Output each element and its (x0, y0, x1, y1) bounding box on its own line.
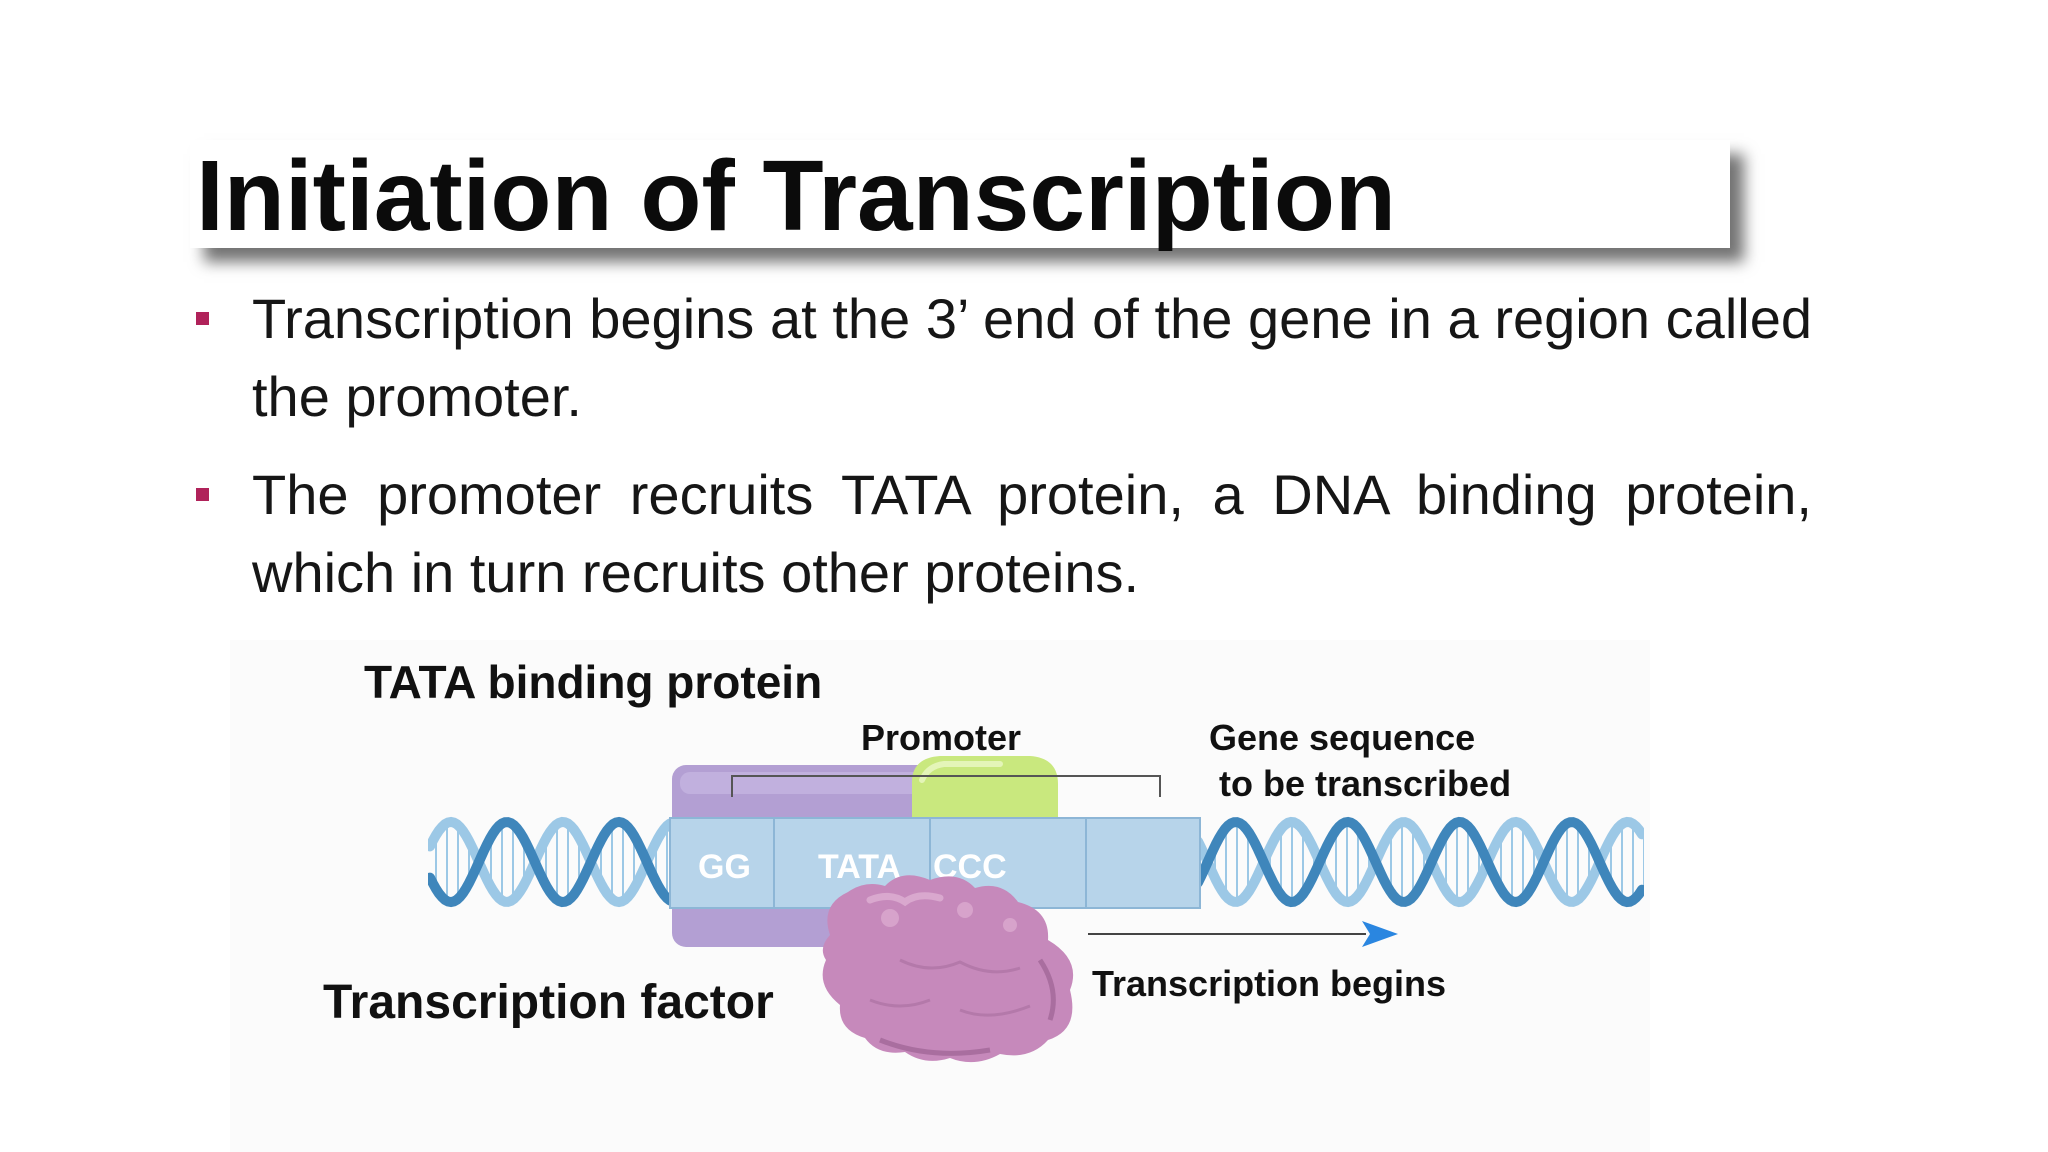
bullet-list: Transcription begins at the 3’ end of th… (196, 280, 1812, 632)
tata-binding-protein-label: TATA binding protein (364, 656, 822, 708)
bullet-text: The promoter recruits TATA protein, a DN… (252, 463, 1812, 604)
box-gg (669, 817, 775, 909)
bullet-text: Transcription begins at the 3’ end of th… (252, 287, 1812, 428)
green-protein-highlight (919, 761, 1003, 783)
box-gene (1085, 817, 1201, 909)
bullet-item: The promoter recruits TATA protein, a DN… (196, 456, 1812, 612)
promoter-label: Promoter (861, 717, 1021, 758)
dna-helix-right (1198, 816, 1644, 908)
bullet-marker-icon (196, 488, 209, 501)
slide-title: Initiation of Transcription (196, 140, 1396, 252)
transcription-factor-label: Transcription factor (323, 976, 774, 1029)
tata-protein-highlight (680, 772, 976, 794)
gene-sequence-label-line1: Gene sequence (1209, 717, 1475, 758)
box-tata-label: TATA (818, 848, 901, 886)
bullet-marker-icon (196, 312, 209, 325)
box-gg-label: GG (698, 848, 751, 886)
gene-sequence-label-line2: to be transcribed (1219, 763, 1511, 804)
transcription-factor-shape (822, 875, 1074, 1063)
bullet-item: Transcription begins at the 3’ end of th… (196, 280, 1812, 436)
promoter-bracket (731, 775, 1161, 797)
dna-helix-left (428, 816, 674, 908)
transcription-begins-label: Transcription begins (1092, 963, 1446, 1004)
title-bar (190, 140, 1730, 248)
green-protein-shape (912, 756, 1058, 818)
transcription-arrow (1088, 921, 1398, 947)
